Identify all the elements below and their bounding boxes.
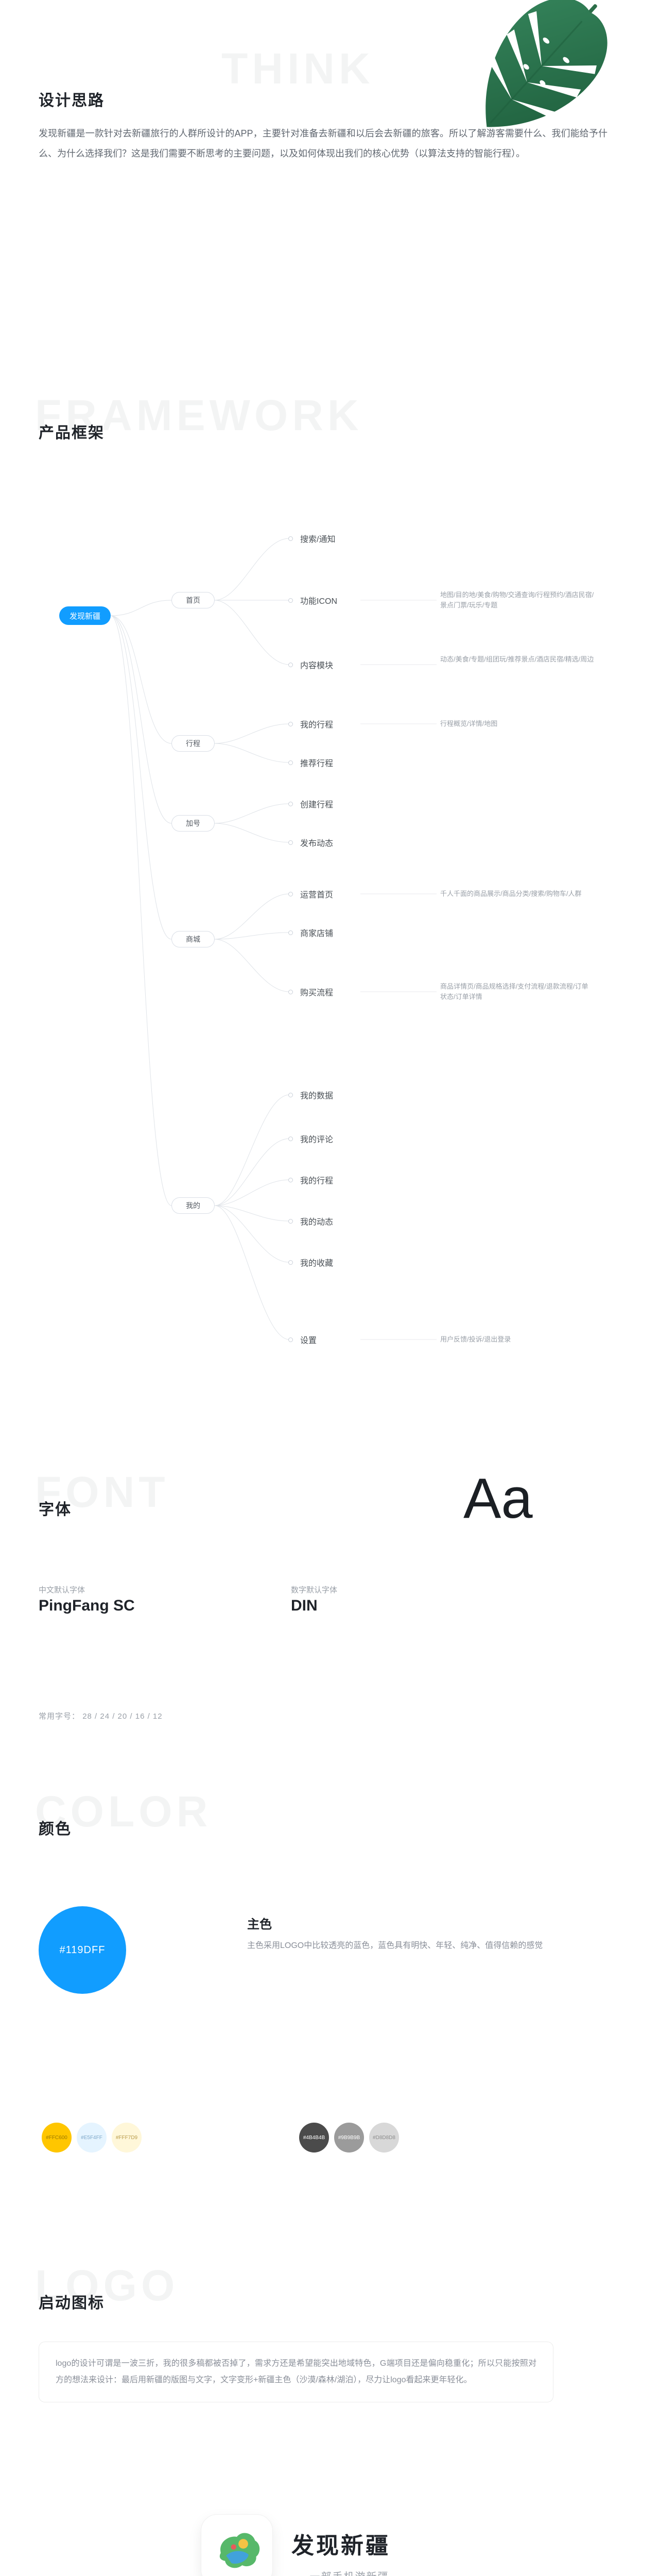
color-swatch: #D8D8D8 xyxy=(369,2123,399,2153)
mindmap-root-node: 发现新疆 xyxy=(59,606,111,625)
leaf-bullet-icon xyxy=(288,1337,293,1342)
mindmap-leaf: 创建行程 xyxy=(288,798,333,810)
monstera-leaf-image xyxy=(485,0,608,127)
mindmap-leaf: 我的动态 xyxy=(288,1215,333,1227)
leaf-label: 发布动态 xyxy=(300,839,334,848)
leaf-label: 我的数据 xyxy=(300,1092,334,1100)
cn-font-value: PingFang SC xyxy=(39,1597,135,1614)
leaf-note: 用户反馈/投诉/退出登录 xyxy=(440,1335,511,1343)
primary-color-swatch: #119DFF xyxy=(39,1906,126,1994)
mindmap-leaf: 发布动态 xyxy=(288,836,333,849)
leaf-bullet-icon xyxy=(288,840,293,845)
leaf-bullet-icon xyxy=(288,598,293,603)
leaf-bullet-icon xyxy=(288,1177,293,1182)
leaf-label: 功能ICON xyxy=(300,597,338,606)
watermark-font: FONT xyxy=(35,1468,169,1516)
section-title-font: 字体 xyxy=(39,1501,72,1518)
leaf-bullet-icon xyxy=(288,989,293,994)
mindmap-leaf: 购买流程 xyxy=(288,986,333,998)
mindmap-leaf: 推荐行程 xyxy=(288,756,333,769)
leaf-note: 行程概览/详情/地图 xyxy=(440,720,498,727)
font-specimen-aa: Aa xyxy=(463,1467,533,1530)
leaf-note: 商品详情页/商品规格选择/支付流程/退款流程/订单状态/订单详情 xyxy=(440,982,588,1001)
branch-node-mall: 商城 xyxy=(171,931,215,947)
leaf-label: 商家店铺 xyxy=(300,929,334,938)
leaf-bullet-icon xyxy=(288,801,293,806)
color-swatch: #9B9B9B xyxy=(334,2123,364,2153)
leaf-label: 设置 xyxy=(300,1336,317,1345)
watermark-color: COLOR xyxy=(35,1787,212,1836)
leaf-note: 千人千面的商品展示/商品分类/搜索/购物车/人群 xyxy=(440,890,582,897)
mindmap-leaf: 商家店铺 xyxy=(288,926,333,939)
section-title-design-idea: 设计思路 xyxy=(39,92,105,109)
section-title-color: 颜色 xyxy=(39,1821,72,1838)
design-idea-paragraph: 发现新疆是一款针对去新疆旅行的人群所设计的APP，主要针对准备去新疆和以后会去新… xyxy=(39,128,608,159)
primary-color-description: 主色采用LOGO中比较透亮的蓝色，蓝色具有明快、年轻、纯净、值得信赖的感觉 xyxy=(247,1941,543,1950)
leaf-label: 内容模块 xyxy=(300,662,334,670)
xinjiang-map-logo-image xyxy=(219,2533,260,2568)
leaf-note: 动态/美食/专题/组团玩/推荐景点/酒店民宿/精选/周边 xyxy=(440,655,594,663)
leaf-label: 我的收藏 xyxy=(300,1259,334,1268)
mindmap-leaf: 搜索/通知 xyxy=(288,532,335,545)
app-name: 发现新疆 xyxy=(291,2533,390,2558)
product-framework-mindmap: 发现新疆 首页 行程 加号 商城 我的 搜索/通知 功能ICON 内容模块 我的… xyxy=(0,489,659,1396)
leaf-note: 地图/目的地/美食/购物/交通查询/行程预约/酒店民宿/景点门票/玩乐/专题 xyxy=(440,591,594,609)
leaf-bullet-icon xyxy=(288,930,293,935)
num-font-value: DIN xyxy=(291,1597,318,1614)
leaf-bullet-icon xyxy=(288,891,293,896)
leaf-bullet-icon xyxy=(288,536,293,541)
leaf-bullet-icon xyxy=(288,1136,293,1141)
app-slogan: — 一部手机游新疆 xyxy=(294,2568,389,2576)
font-sizes-label: 常用字号： xyxy=(39,1712,80,1721)
logo-design-note: logo的设计可谓是一波三折，我的很多稿都被否掉了，需求方还是希望能突出地域特色… xyxy=(39,2342,553,2402)
primary-color-name: 主色 xyxy=(247,1918,272,1931)
watermark-framework: FRAMEWORK xyxy=(35,391,363,439)
font-sizes-row: 常用字号： 28 / 24 / 20 / 16 / 12 xyxy=(39,1710,163,1721)
mindmap-leaf: 设置 xyxy=(288,1333,317,1346)
leaf-bullet-icon xyxy=(288,760,293,765)
mindmap-leaf: 功能ICON xyxy=(288,594,337,606)
leaf-bullet-icon xyxy=(288,1092,293,1097)
leaf-label: 运营首页 xyxy=(300,891,334,900)
leaf-label: 创建行程 xyxy=(300,801,334,809)
mindmap-leaf: 我的评论 xyxy=(288,1132,333,1145)
leaf-label: 购买流程 xyxy=(300,989,334,997)
leaf-label: 搜索/通知 xyxy=(300,535,336,544)
branch-node-mine: 我的 xyxy=(171,1197,215,1214)
leaf-label: 我的行程 xyxy=(300,1177,334,1185)
leaf-bullet-icon xyxy=(288,721,293,726)
leaf-bullet-icon xyxy=(288,1218,293,1224)
cn-font-label: 中文默认字体 xyxy=(39,1586,85,1595)
color-swatch: #FFC600 xyxy=(42,2123,72,2153)
leaf-label: 我的动态 xyxy=(300,1218,334,1227)
leaf-bullet-icon xyxy=(288,1260,293,1265)
watermark-think: THINK xyxy=(221,44,374,93)
watermark-logo: LOGO xyxy=(35,2261,179,2310)
color-swatch: #E5F4FF xyxy=(77,2123,107,2153)
mindmap-leaf: 内容模块 xyxy=(288,658,333,671)
leaf-bullet-icon xyxy=(288,662,293,667)
mindmap-leaf: 运营首页 xyxy=(288,888,333,900)
mindmap-leaf: 我的行程 xyxy=(288,718,333,730)
branch-node-trip: 行程 xyxy=(171,735,215,752)
section-title-framework: 产品框架 xyxy=(39,425,105,442)
mindmap-leaf: 我的收藏 xyxy=(288,1256,333,1268)
mindmap-leaf: 我的行程 xyxy=(288,1174,333,1186)
color-swatch: #4B4B4B xyxy=(299,2123,329,2153)
leaf-label: 我的行程 xyxy=(300,721,334,730)
mindmap-leaf: 我的数据 xyxy=(288,1089,333,1101)
num-font-label: 数字默认字体 xyxy=(291,1586,338,1595)
font-sizes-value: 28 / 24 / 20 / 16 / 12 xyxy=(82,1712,163,1721)
app-launch-icon xyxy=(201,2514,273,2576)
leaf-label: 我的评论 xyxy=(300,1136,334,1144)
color-swatch: #FFF7D9 xyxy=(112,2123,142,2153)
mindmap-connectors xyxy=(110,538,437,1340)
branch-node-home: 首页 xyxy=(171,592,215,608)
section-title-launch-icon: 启动图标 xyxy=(39,2295,105,2312)
leaf-label: 推荐行程 xyxy=(300,759,334,768)
branch-node-plus: 加号 xyxy=(171,815,215,832)
